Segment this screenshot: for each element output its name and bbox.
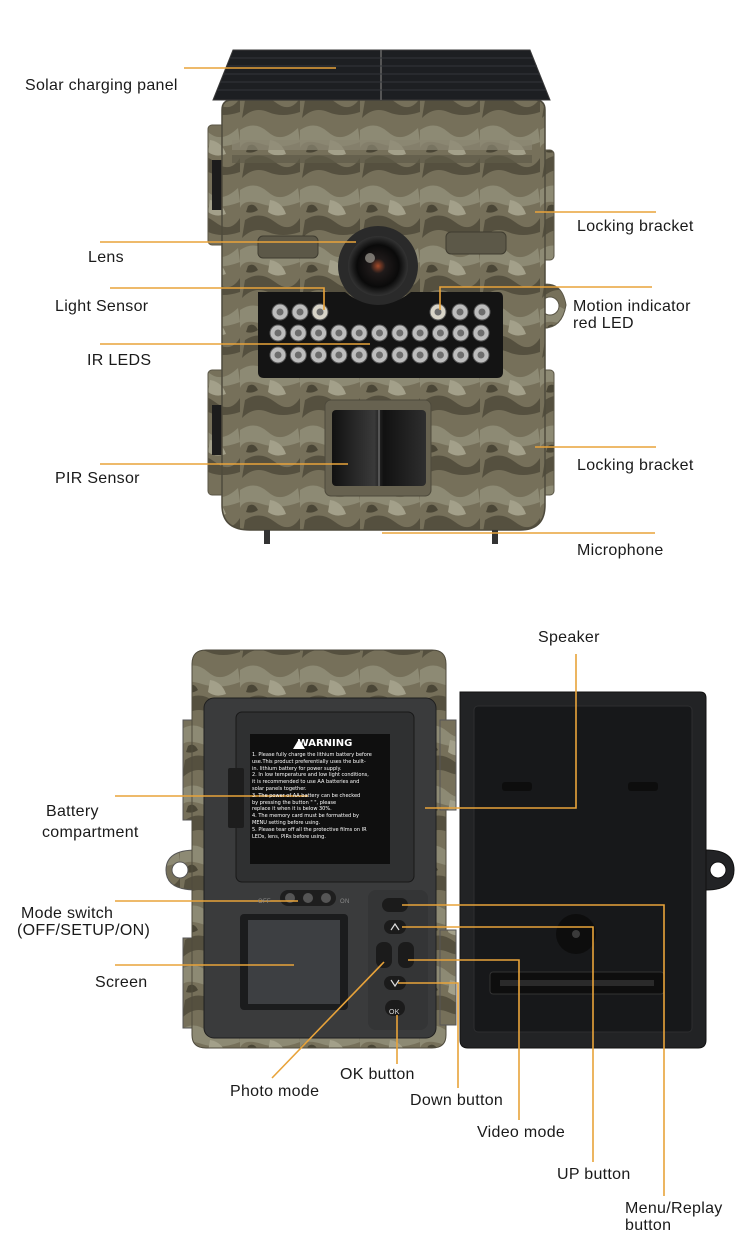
- down-key[interactable]: [384, 976, 406, 990]
- leader-video: [408, 959, 520, 1120]
- label-pir-sensor: PIR Sensor: [55, 470, 140, 487]
- warning-line: 1. Please fully charge the lithium batte…: [252, 752, 372, 758]
- label-photo-mode: Photo mode: [230, 1083, 320, 1100]
- label-motion-indicator: Motion indicator: [573, 298, 691, 315]
- warning-line: it is recommended to use AA batteries an…: [252, 779, 360, 786]
- label-down-button: Down button: [410, 1092, 504, 1109]
- label-compartment: compartment: [42, 824, 139, 841]
- label-up-button: UP button: [557, 1166, 631, 1183]
- label-solar-panel: Solar charging panel: [25, 77, 178, 94]
- label-red-led: red LED: [573, 315, 634, 332]
- label-ir-leds: IR LEDS: [87, 352, 152, 369]
- switch-on-text: ON: [340, 899, 350, 905]
- warning-line: 5. Please tear off all the protective fi…: [252, 826, 367, 833]
- back-leader-lines: [115, 654, 665, 1196]
- warning-line: solar panels together.: [252, 785, 307, 792]
- leader-speaker: [425, 654, 577, 809]
- warning-sticker: [250, 734, 390, 864]
- back-camera: [165, 649, 735, 1049]
- warning-line: LEDs, lens, PIRs before using.: [252, 833, 326, 840]
- label-menu-replay: Menu/Replay: [625, 1200, 723, 1217]
- warning-line: replace it when it is below 30%.: [252, 806, 332, 813]
- label-video-mode: Video mode: [477, 1124, 566, 1141]
- warning-line: 4. The memory card must be formatted by: [252, 813, 359, 820]
- warning-sticker-text: WARNING 1. Please fully charge the lithi…: [252, 737, 388, 862]
- video-mode-key[interactable]: [398, 942, 414, 968]
- label-microphone: Microphone: [577, 542, 664, 559]
- warning-line: 2. In low temperature and low light cond…: [252, 772, 369, 779]
- label-menu-replay-button: button: [625, 1217, 672, 1234]
- label-screen: Screen: [95, 974, 148, 991]
- front-camera: [207, 49, 567, 544]
- ok-key[interactable]: [385, 1000, 405, 1016]
- label-locking-bracket-top: Locking bracket: [577, 218, 694, 235]
- warning-line: MENU setting before using.: [252, 819, 321, 826]
- leader-photo-mode: [271, 961, 385, 1079]
- switch-off-text: OFF: [258, 899, 271, 905]
- label-ok-button: OK button: [340, 1066, 415, 1083]
- warning-line: 3. The power of AA battery can be checke…: [252, 792, 361, 799]
- ok-key-text: OK: [389, 1009, 400, 1016]
- front-leader-lines: [100, 67, 656, 534]
- leader-up: [402, 926, 594, 1162]
- label-locking-bracket-bottom: Locking bracket: [577, 457, 694, 474]
- warning-line: by pressing the button " ", please: [252, 799, 337, 806]
- warning-line: in. lithium battery for power supply.: [252, 765, 342, 772]
- label-mode-switch: Mode switch: [21, 905, 114, 922]
- label-speaker: Speaker: [538, 629, 600, 646]
- warning-title: WARNING: [297, 738, 353, 749]
- menu-replay-key[interactable]: [382, 898, 408, 912]
- label-lens: Lens: [88, 249, 124, 266]
- ir-led-array: [269, 303, 491, 364]
- leader-menu-replay: [402, 904, 665, 1196]
- warning-line: use.This product preferentially uses the…: [252, 758, 366, 765]
- leader-light-sensor: [110, 287, 325, 310]
- label-mode-switch-positions: (OFF/SETUP/ON): [17, 922, 151, 939]
- photo-mode-key[interactable]: [376, 942, 392, 968]
- leader-motion-led: [439, 286, 652, 310]
- leader-down: [398, 982, 459, 1088]
- label-light-sensor: Light Sensor: [55, 298, 149, 315]
- label-battery: Battery: [46, 803, 99, 820]
- up-key[interactable]: [384, 920, 406, 934]
